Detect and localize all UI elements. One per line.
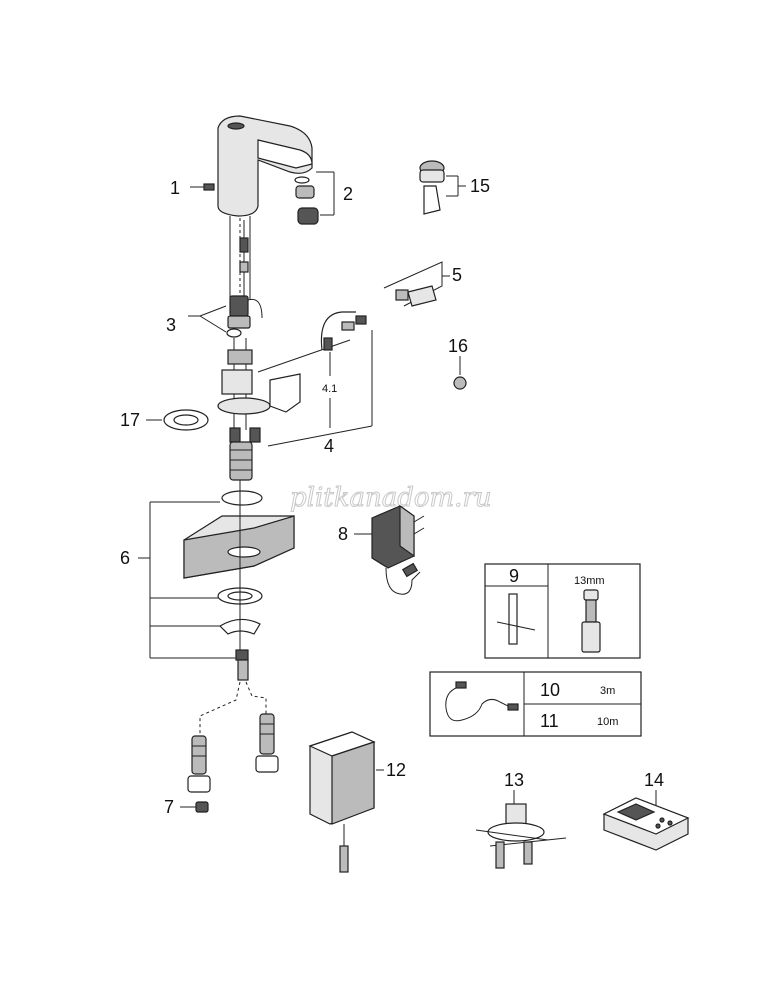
label-11: 11 [540,711,559,731]
part-3-valve [188,295,263,338]
label-7: 7 [164,797,174,817]
part-8-adapter [354,504,425,595]
label-6: 6 [120,548,130,568]
label-2: 2 [343,184,353,204]
mounting-assembly [217,338,301,481]
label-4: 4 [324,436,334,456]
label-8: 8 [338,524,348,544]
label-10: 10 [540,680,560,700]
part-12-box [308,731,384,873]
label-1: 1 [170,178,180,198]
part-5-handle [383,261,450,307]
label-14: 14 [644,770,664,790]
part-13-mount-kit [475,790,567,869]
sensor-cable [239,220,249,300]
label-10-length: 3m [600,685,615,697]
label-15: 15 [470,176,490,196]
table-9-tools [484,563,641,659]
part-4-pipe [257,311,373,447]
label-3: 3 [166,315,176,335]
part-16-cap [453,356,467,390]
part-2-aerator [294,171,335,225]
table-cables [429,671,642,737]
label-5: 5 [452,265,462,285]
watermark-text: plitkanadom.ru [290,483,492,513]
label-12: 12 [386,760,406,780]
label-4-1: 4.1 [322,383,337,395]
faucet-body [217,115,313,300]
part-1-screw [190,183,215,191]
label-13: 13 [504,770,524,790]
part-14-remote [602,790,690,851]
part-17-ring [146,409,209,431]
label-9-size: 13mm [574,575,605,587]
label-9: 9 [509,566,519,586]
label-16: 16 [448,336,468,356]
part-6-fixing-set [138,480,295,681]
label-17: 17 [120,410,140,430]
supply-hoses [187,681,279,793]
label-11-length: 10m [597,716,618,728]
part-7-filter [180,801,209,813]
part-15-key [419,160,466,215]
